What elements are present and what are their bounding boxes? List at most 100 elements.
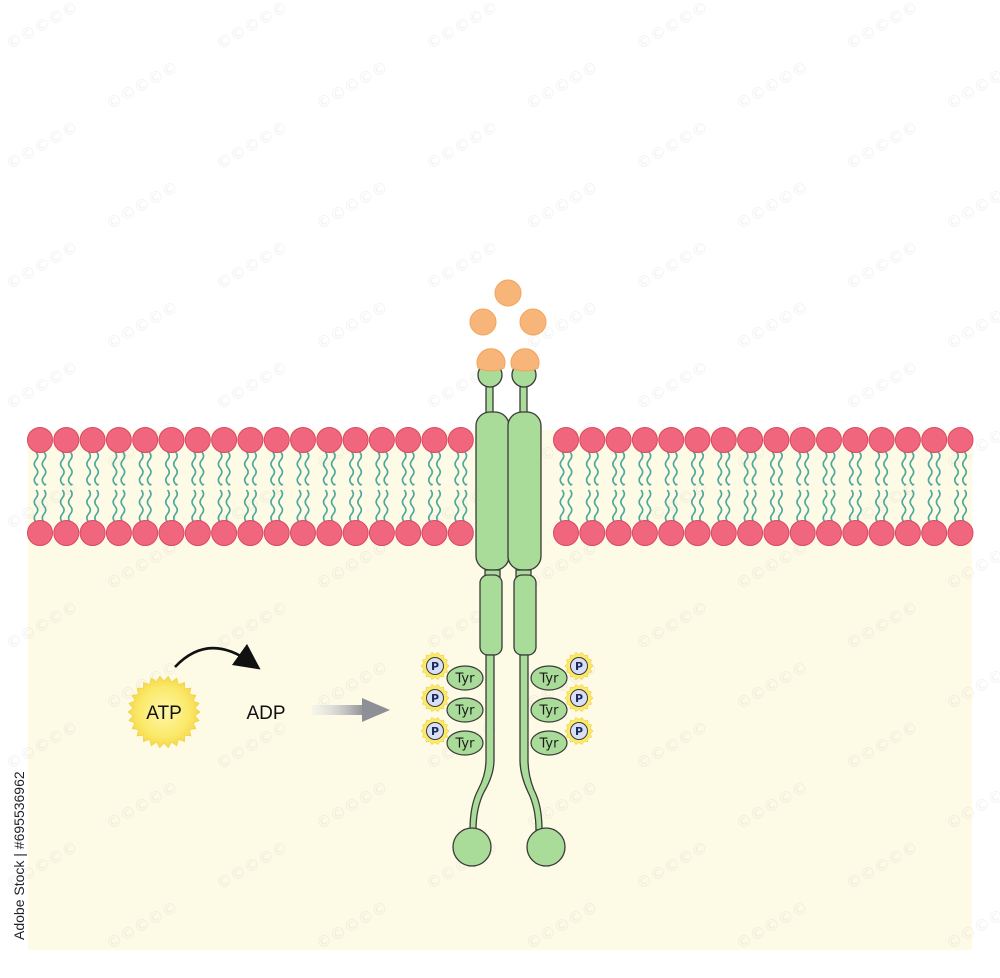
lipid-head — [237, 520, 264, 546]
lipid-tail — [86, 489, 92, 523]
stock-id-label: Adobe Stock | #695536962 — [11, 771, 27, 940]
lipid-tail — [243, 451, 249, 486]
watermark-text: ©©©©© — [943, 297, 1000, 353]
lipid-tail — [349, 489, 355, 523]
lipid-tail — [59, 451, 65, 486]
lipid-tail — [935, 451, 941, 486]
lipid-tail — [251, 451, 257, 486]
lipid-tail — [357, 489, 363, 523]
watermark-text: ©©©©© — [213, 0, 292, 53]
watermark-text: ©©©©© — [733, 177, 812, 233]
lipid-tail — [225, 489, 231, 523]
lipid-head — [132, 427, 159, 453]
ligand-free-3 — [519, 308, 547, 336]
lipid-tail — [41, 489, 47, 523]
lipid-tail — [777, 451, 783, 486]
lipid-tail — [769, 489, 775, 523]
lipid-tail — [120, 489, 126, 523]
lipid-tail — [664, 489, 670, 523]
lipid-head — [605, 427, 632, 453]
lipid-tail — [120, 451, 126, 486]
tyr-label: Tyr — [455, 704, 476, 719]
lipid-head — [368, 520, 395, 546]
phosphate-circle — [570, 657, 588, 675]
phosphate-label: P — [431, 660, 439, 673]
phosphate-left-2: P — [420, 683, 450, 713]
lipid-head — [368, 427, 395, 453]
tyrosine-left-2: Tyr P — [420, 683, 484, 723]
phosphate-right-1: P — [564, 651, 594, 681]
receptor-dimer — [452, 362, 566, 867]
phosphate-circle — [570, 689, 588, 707]
lipid-head — [737, 427, 764, 453]
lipid-tail — [94, 489, 100, 523]
lipid-tail — [172, 489, 179, 523]
lipid-tail — [796, 451, 802, 486]
lipid-head — [894, 520, 921, 546]
ligand-bound-right — [510, 348, 540, 372]
lipid-head — [211, 427, 238, 453]
lipid-head — [553, 427, 579, 453]
lipid-tail — [330, 451, 336, 486]
watermark-text: ©©©©© — [103, 57, 182, 113]
lipid-tail — [112, 451, 118, 486]
lipid-head — [579, 520, 606, 546]
lipid-tail — [909, 451, 915, 486]
lipid-tail — [59, 489, 65, 523]
lipid-tail — [67, 451, 73, 486]
lipid-tail — [304, 451, 310, 486]
lipid-tail — [217, 489, 223, 523]
lipid-tail — [961, 451, 968, 486]
lipid-tail — [804, 451, 810, 486]
lipid-tail — [875, 489, 881, 523]
watermark-text: ©©©©© — [633, 237, 712, 293]
lipid-tail — [138, 451, 144, 486]
lipid-tail — [401, 451, 407, 486]
lipid-tail — [199, 451, 205, 486]
lipid-tail — [612, 451, 618, 486]
phosphate-circle — [570, 722, 588, 740]
lipid-tail — [409, 489, 415, 523]
lipid-tail — [856, 489, 862, 523]
lipid-head — [263, 427, 290, 453]
lipid-tail — [848, 489, 854, 523]
lipid-tail — [375, 451, 381, 486]
watermark-text: ©©©©© — [103, 297, 182, 353]
lipid-tail — [33, 451, 39, 486]
watermark-text: ©©©©© — [843, 237, 922, 293]
phosphate-label: P — [575, 692, 583, 705]
phospholipid-heads-outer — [27, 427, 974, 453]
lipid-tail — [401, 489, 407, 523]
lipid-tail — [94, 451, 100, 486]
adp-label: ADP — [246, 703, 285, 724]
lipid-head — [894, 427, 921, 453]
lipid-head — [158, 520, 185, 546]
tyr-shape — [446, 665, 484, 691]
lipid-head — [710, 520, 737, 546]
lipid-head — [631, 520, 658, 546]
lipid-tail — [593, 489, 599, 523]
watermark-text: ©©©©© — [423, 237, 502, 293]
watermark-text: ©©©©© — [313, 177, 392, 233]
lipid-tail — [953, 451, 960, 486]
lipid-tail — [278, 451, 284, 486]
lipid-head — [658, 520, 685, 546]
lipid-head — [53, 520, 80, 546]
phosphate-circle — [426, 689, 444, 707]
lipid-head — [947, 520, 974, 546]
phosphate-label: P — [431, 725, 439, 738]
lipid-tail — [672, 451, 678, 486]
ligand-free-2 — [469, 308, 497, 336]
lipid-head — [27, 427, 53, 453]
watermark-text: ©©©©© — [103, 177, 182, 233]
lipid-tail — [822, 451, 828, 486]
lipid-tail — [225, 451, 231, 486]
watermark-text: ©©©©© — [523, 57, 602, 113]
lipid-head — [631, 427, 658, 453]
lipid-head — [132, 520, 159, 546]
phosphate-right-2: P — [564, 683, 594, 713]
lipid-tail — [559, 451, 565, 486]
